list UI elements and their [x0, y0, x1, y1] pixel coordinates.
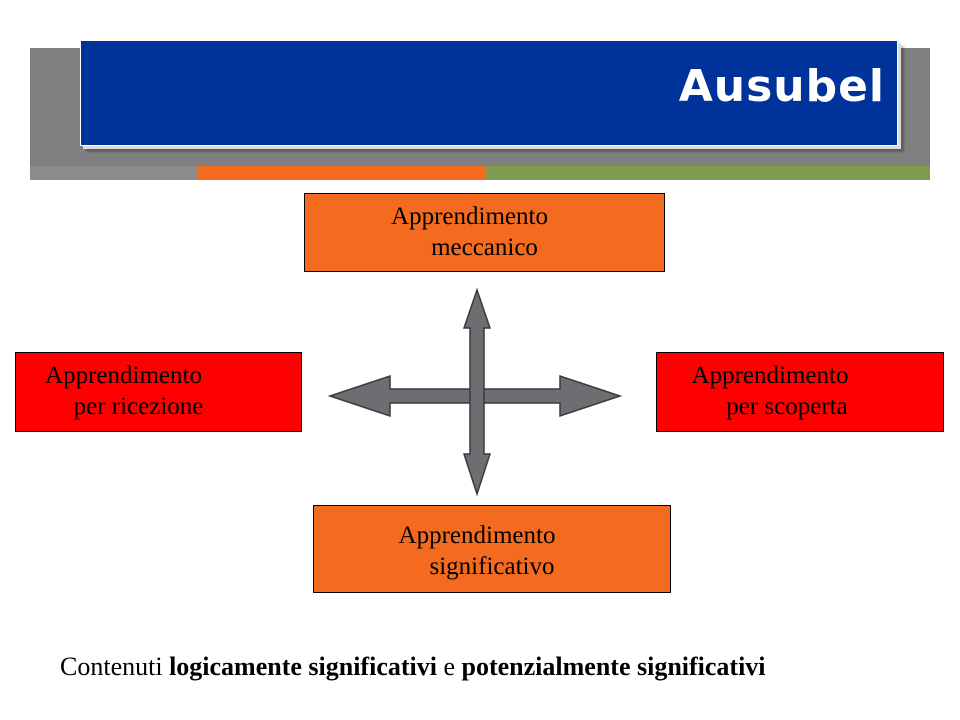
vertical-double-arrow	[462, 287, 492, 497]
box-apprendimento-per-scoperta: Apprendimento per scoperta	[656, 352, 944, 432]
caption-term1: logicamente significativi	[169, 652, 437, 681]
caption-conj: e	[443, 652, 456, 681]
caption-prefix: Contenuti	[60, 652, 163, 681]
box-apprendimento-per-ricezione: Apprendimento per ricezione	[15, 352, 302, 432]
header-stripe-green	[486, 166, 930, 180]
box-left-line1: Apprendimento	[45, 362, 202, 389]
box-top-line1: Apprendimento	[391, 203, 548, 230]
four-way-arrow-icon	[327, 287, 623, 497]
title-bar: Ausubel	[80, 40, 898, 146]
caption: Contenuti logicamente significativi e po…	[60, 652, 766, 682]
header-stripe-orange	[198, 166, 486, 180]
box-right-line1: Apprendimento	[691, 362, 849, 389]
slide-title: Ausubel	[678, 61, 885, 112]
box-apprendimento-meccanico: Apprendimento meccanico	[304, 193, 665, 272]
box-bottom-line1: Apprendimento	[398, 522, 556, 549]
box-right-line2: per scoperta	[726, 393, 848, 420]
box-bottom-line2: significativo	[429, 553, 555, 580]
caption-term2: potenzialmente significativi	[461, 652, 766, 681]
box-apprendimento-significativo: Apprendimento significativo	[313, 505, 671, 593]
header-stripe-gray	[30, 166, 198, 180]
box-left-line2: per ricezione	[73, 393, 204, 420]
box-top-line2: meccanico	[431, 234, 538, 261]
